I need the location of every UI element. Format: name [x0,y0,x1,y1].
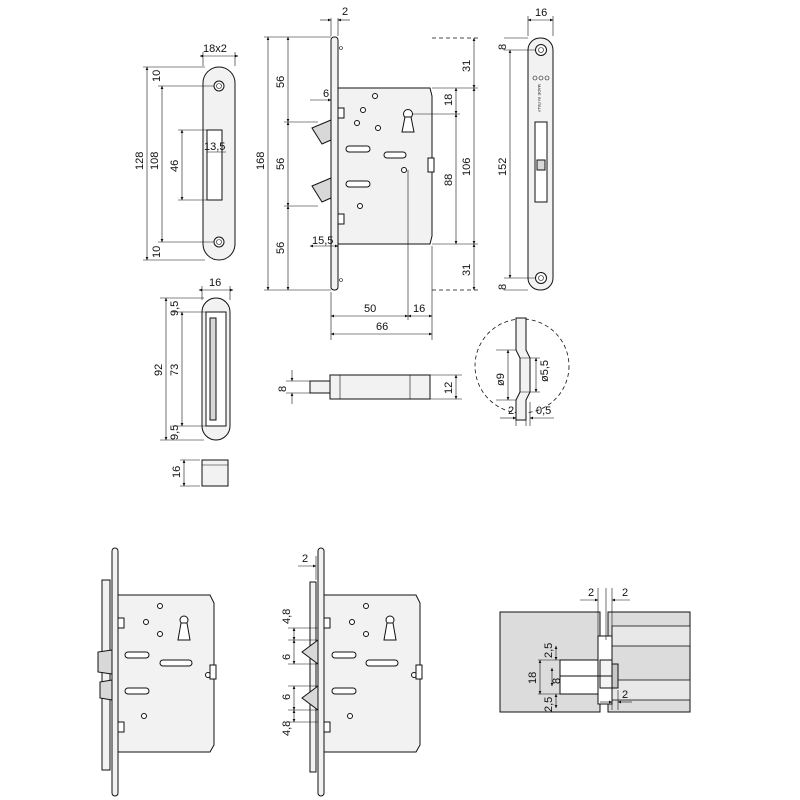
dim-sec-25-bottom: 2,5 [543,697,555,712]
dim-plate-8-bottom: 8 [497,284,509,290]
faceplate-detail-view: ø5,5 ø9 2 0,5 [474,317,570,426]
dim-case-31-top: 31 [461,60,473,72]
dim-backset: 50 [364,303,376,315]
dim-case-16: 16 [413,303,425,315]
dim-latch-width: 15,5 [312,235,333,247]
dim-plate-8-top: 8 [497,44,509,50]
faceplate [330,36,339,291]
pin-view: 8 12 [277,370,462,404]
dim-body-gap: 2 [342,6,348,18]
lock-case [337,87,433,245]
dim-striker-width: 18x2 [203,43,227,55]
dim-striker-inner: 108 [149,152,161,170]
faceplate-marking: MADE IN ITALY [537,84,542,113]
dim-latch-offset: 6 [323,88,329,100]
dim-detail-d55: ø5,5 [539,360,551,382]
dim-side-2: 2 [302,553,308,565]
dim-sec-2-inner: 2 [622,689,628,701]
striker-screw-hole-top [213,80,225,92]
dim-case-depth: 66 [376,321,388,333]
dim-cup-total: 92 [153,364,165,376]
dim-detail-05: 0,5 [536,405,551,417]
pin-tip [309,380,331,394]
dim-striker-opening: 46 [169,160,181,172]
dim-cup-top: 9,5 [169,301,181,316]
dim-case-height: 106 [461,158,473,176]
dim-pin-small: 8 [277,386,289,392]
latch-hook-top [311,119,332,145]
latch-hook-bottom [311,177,332,203]
dim-cup-width: 16 [209,277,221,289]
dim-sec-18: 18 [527,672,539,684]
dim-sec-8: 8 [551,678,563,684]
dim-case-31-bottom: 31 [461,264,473,276]
lock-installed-view-a [97,547,217,797]
dim-pin-large: 12 [443,382,455,394]
dim-plate-total: 152 [497,158,509,176]
dim-side-48-bottom: 4,8 [281,721,293,736]
striker-screw-hole-bottom [213,236,225,248]
dim-striker-bottom: 10 [151,246,163,258]
dim-body-lower: 56 [275,242,287,254]
dim-striker-depth: 13,5 [204,141,225,153]
dim-side-6-top: 6 [281,654,293,660]
dim-cup-bottom: 9,5 [169,425,181,440]
striker-opening [206,129,223,201]
dim-body-mid: 56 [275,158,287,170]
faceplate-front-view: MADE IN ITALY 16 152 8 8 [497,7,554,291]
striker-plate-view: 18x2 128 108 10 10 46 13,5 [134,43,239,261]
dim-case-18: 18 [443,94,455,106]
dim-cup-inner: 73 [169,364,181,376]
dim-body-total: 168 [255,152,267,170]
dim-sec-2-left: 2 [588,587,594,599]
dim-side-6-bottom: 6 [281,694,293,700]
dim-sec-2-right: 2 [622,587,628,599]
dim-side-48-top: 4,8 [281,609,293,624]
lock-body-front-view: 168 56 56 56 2 6 15,5 31 106 31 18 88 [255,6,478,340]
dim-cup-side: 16 [171,466,183,478]
faceplate-section [515,317,531,421]
dim-striker-top: 10 [151,70,163,82]
lock-installed-view-b: 2 4,8 6 6 4,8 [281,547,423,797]
pin-body [329,374,431,400]
dim-sec-25-top: 2,5 [543,643,555,658]
dim-body-upper: 56 [275,76,287,88]
cup-side-profile [201,459,229,487]
cup-pull-view: 16 92 73 9,5 9,5 16 [153,277,234,487]
door-section-view: 2 2 18 8 2,5 2,5 2 [499,587,691,713]
dim-detail-d9: ø9 [495,373,507,386]
dim-detail-2: 2 [508,405,514,417]
dim-plate-width: 16 [535,7,547,19]
dim-case-88: 88 [443,174,455,186]
dim-striker-total: 128 [134,152,146,170]
